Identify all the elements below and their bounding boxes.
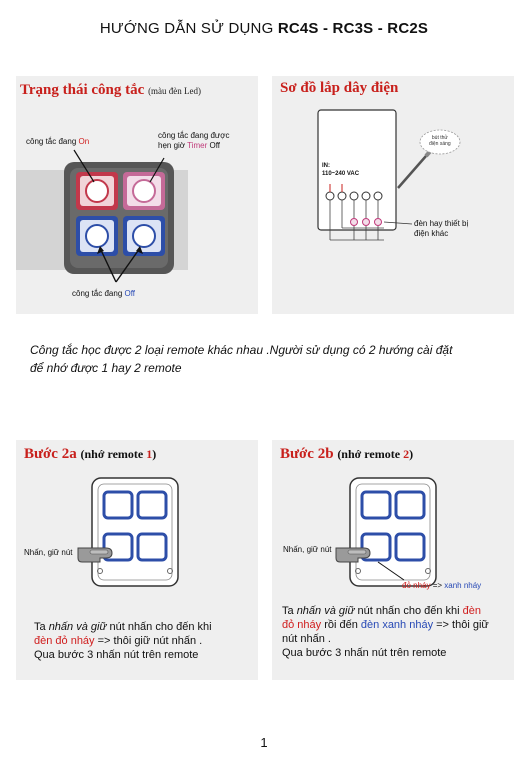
step-2a-title: Bước 2a (nhớ remote 1) xyxy=(24,446,157,462)
wiring-diagram xyxy=(317,109,461,241)
switch-on-red xyxy=(76,172,118,210)
label-switch-timer: công tắc đang được hẹn giờ Timer Off xyxy=(158,131,230,150)
switch-off-blue-1 xyxy=(76,216,118,256)
switch-box-illustration xyxy=(16,149,188,283)
page-title: HƯỚNG DẪN SỬ DỤNG RC4S - RC3S - RC2S xyxy=(99,20,429,37)
label-switch-on: công tắc đang On xyxy=(26,137,90,146)
step-2a-press-label: Nhấn, giữ nút xyxy=(24,548,73,557)
step-2b-instructions: Ta nhấn và giữ nút nhấn cho đến khi đèn … xyxy=(282,605,489,659)
step-2b-box-illustration xyxy=(349,477,437,587)
step-2a-instructions: Ta nhấn và giữ nút nhấn cho đến khi đèn … xyxy=(34,621,212,661)
hand-press-icon xyxy=(77,547,113,563)
wiring-section-title: Sơ đồ lắp dây điện xyxy=(280,80,399,96)
switch-off-blue-2 xyxy=(123,216,165,256)
lamp-symbols xyxy=(350,218,382,226)
tester-label: bút thử điện sáng xyxy=(429,135,451,147)
intro-text: Công tắc học được 2 loại remote khác nha… xyxy=(30,343,453,375)
status-section-note: (màu đèn Led) xyxy=(148,86,202,96)
status-section-title: Trạng thái công tắc (màu đèn Led) xyxy=(20,82,202,98)
page-number: 1 xyxy=(260,735,268,750)
step-2a-box-illustration xyxy=(91,477,179,587)
switch-timer-pink xyxy=(123,172,165,210)
label-switch-off: công tắc đang Off xyxy=(72,289,136,298)
model-names: RC4S - RC3S - RC2S xyxy=(277,20,429,37)
hand-press-icon-2 xyxy=(335,547,371,563)
step-2b-blink-label: đỏ nháy => xanh nháy xyxy=(402,581,482,590)
step-2b-title: Bước 2b (nhớ remote 2) xyxy=(280,446,414,462)
step-2b-press-label: Nhấn, giữ nút xyxy=(283,545,332,554)
terminal-block xyxy=(325,191,383,201)
load-label: đèn hay thiết bị điện khác xyxy=(414,219,469,238)
input-voltage-label: IN: 110~240 VAC xyxy=(322,163,360,177)
